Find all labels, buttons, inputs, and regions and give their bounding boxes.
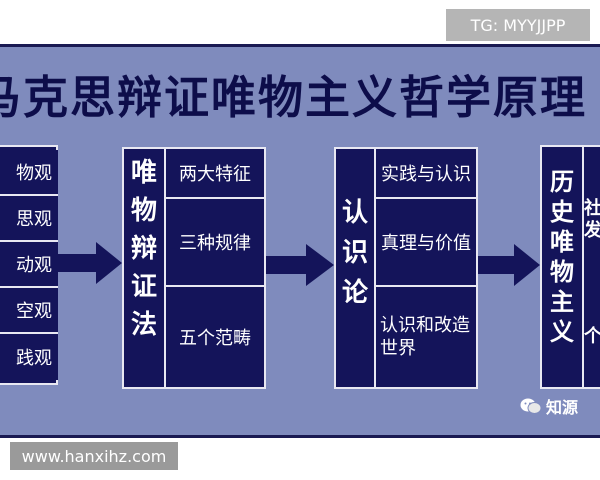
- left-item-1: 物观: [0, 150, 58, 196]
- history-item-partial-bottom: 个: [584, 326, 600, 347]
- dialectics-label: 唯 物 辩 证 法: [130, 158, 157, 340]
- epistemology-label-box: [334, 147, 376, 389]
- dialectics-item: 三种规律: [164, 197, 266, 287]
- dialectics-item: 五个范畴: [164, 285, 266, 389]
- epistemology-item: 认识和改造世界: [374, 285, 478, 389]
- history-item-partial-top: 社 发: [584, 198, 600, 241]
- epistemology-item: 真理与价值: [374, 197, 478, 287]
- wechat-icon: [520, 398, 542, 414]
- epistemology-label: 认 识 论: [341, 198, 368, 308]
- dialectics-item: 两大特征: [164, 147, 266, 199]
- wechat-watermark: 知源: [520, 392, 600, 420]
- title-text: 马克思辩证唯物主义哲学原理: [0, 71, 588, 124]
- left-item-2: 思观: [0, 196, 58, 242]
- watermark-top: TG: MYYJJPP: [446, 9, 590, 41]
- diagram-frame: [0, 44, 600, 438]
- arrow-right-icon: [266, 244, 334, 286]
- arrow-right-icon: [478, 244, 540, 286]
- left-item-5: 践观: [0, 334, 58, 380]
- arrow-right-icon: [58, 242, 122, 284]
- history-items-partial: [582, 145, 600, 389]
- watermark-bottom: www.hanxihz.com: [10, 442, 178, 470]
- left-item-4: 空观: [0, 288, 58, 334]
- epistemology-item: 实践与认识: [374, 147, 478, 199]
- left-item-3: 动观: [0, 242, 58, 288]
- history-label-box: [540, 145, 584, 389]
- history-label: 历 史 唯 物 主 义: [550, 168, 574, 346]
- diagram-title: 马克思辩证唯物主义哲学原理: [0, 68, 600, 128]
